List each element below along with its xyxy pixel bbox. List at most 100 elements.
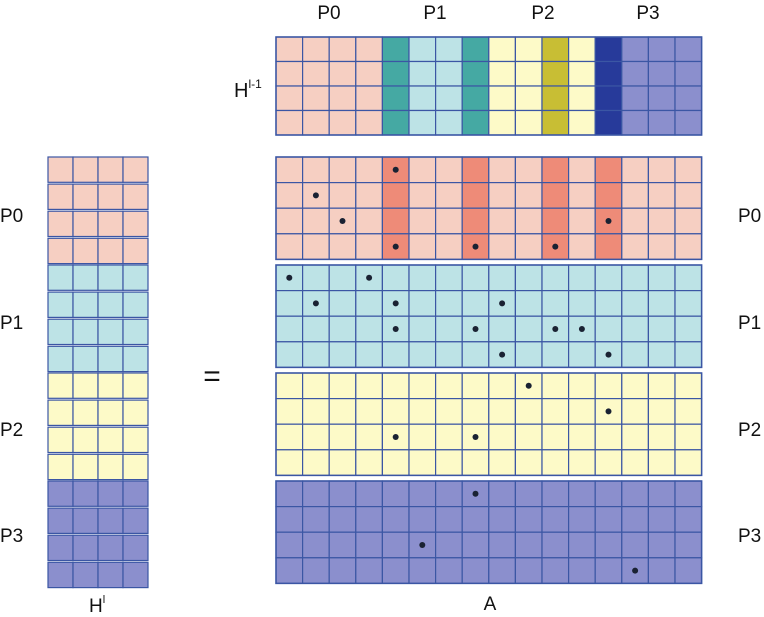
a-cell	[647, 506, 676, 533]
a-cell	[514, 480, 543, 508]
h-cur-cell	[47, 210, 74, 238]
a-cell	[594, 480, 623, 508]
a-cell	[381, 398, 410, 425]
a-cell	[275, 506, 304, 533]
nonzero-dot	[472, 490, 479, 497]
a-cell	[408, 449, 437, 476]
h-prev-cell	[567, 36, 596, 63]
a-cell	[328, 341, 357, 368]
a-cell	[488, 372, 516, 400]
h-cur-cell	[47, 453, 74, 481]
h-cur-cell	[122, 237, 149, 265]
top-partition-label-p1: P1	[423, 3, 446, 24]
a-cell	[275, 207, 304, 235]
a-cell	[328, 449, 357, 476]
a-cell	[435, 156, 463, 184]
a-cell	[541, 531, 570, 559]
h-prev-cell	[408, 36, 437, 63]
h-cur-cell	[122, 372, 149, 399]
a-cell	[514, 156, 543, 184]
h-cur-cell	[47, 291, 74, 319]
a-cell	[328, 315, 357, 343]
a-cell	[275, 480, 304, 508]
h-cur-superscript: l	[103, 594, 105, 606]
a-cell	[355, 557, 383, 584]
a-cell	[647, 480, 676, 508]
a-cell	[275, 233, 304, 261]
a-cell	[355, 182, 383, 209]
a-cell	[408, 264, 437, 292]
top-partition-label-p3: P3	[636, 3, 659, 24]
h-prev-cell	[302, 60, 330, 87]
h-prev-cell	[302, 109, 330, 136]
a-cell	[408, 290, 437, 317]
h-cur-cell	[97, 480, 124, 507]
a-cell	[408, 207, 437, 235]
h-prev-cell	[302, 36, 330, 63]
h-cur-cell	[47, 237, 74, 265]
h-prev-cell	[381, 60, 410, 87]
a-cell	[514, 341, 543, 368]
h-prev-cell	[674, 36, 703, 63]
a-cell	[647, 372, 676, 400]
a-cell	[355, 372, 383, 400]
a-cell	[408, 233, 437, 261]
h-cur-cell	[122, 291, 149, 319]
matrix-h-prev	[275, 36, 703, 136]
h-cur-cell	[47, 372, 74, 399]
h-prev-cell	[355, 36, 383, 63]
h-cur-cell	[122, 480, 149, 507]
h-prev-cell	[461, 36, 490, 63]
a-cell	[621, 423, 649, 451]
a-cell	[408, 506, 437, 533]
a-cell	[328, 372, 357, 400]
h-prev-cell	[514, 109, 543, 136]
a-cell	[328, 290, 357, 317]
a-cell	[435, 423, 463, 451]
a-cell	[302, 372, 330, 400]
a-cell	[302, 315, 330, 343]
a-cell	[328, 156, 357, 184]
a-cell	[567, 156, 596, 184]
a-cell	[381, 207, 410, 235]
nonzero-dot	[499, 351, 506, 358]
a-cell	[275, 372, 304, 400]
h-cur-cell	[122, 507, 149, 535]
nonzero-dot	[472, 326, 479, 332]
nonzero-dot	[605, 218, 612, 224]
nonzero-dot	[312, 300, 319, 307]
a-cell	[594, 531, 623, 559]
a-cell	[594, 290, 623, 317]
a-cell	[488, 182, 516, 209]
a-cell	[621, 182, 649, 209]
a-cell	[408, 398, 437, 425]
h-prev-cell	[461, 60, 490, 87]
a-cell	[674, 233, 703, 261]
h-cur-cell	[97, 453, 124, 481]
a-cell	[674, 557, 703, 584]
h-cur-cell	[122, 156, 149, 183]
a-cell	[647, 531, 676, 559]
a-cell	[541, 207, 570, 235]
a-cell	[302, 207, 330, 235]
h-cur-cell	[122, 264, 149, 291]
h-cur-cell	[97, 426, 124, 454]
a-cell	[302, 264, 330, 292]
a-cell	[275, 315, 304, 343]
a-cell	[381, 264, 410, 292]
a-cell	[435, 182, 463, 209]
a-cell	[275, 341, 304, 368]
a-cell	[302, 449, 330, 476]
a-cell	[674, 480, 703, 508]
h-prev-cell	[355, 109, 383, 136]
h-cur-cell	[72, 318, 99, 346]
a-cell	[408, 341, 437, 368]
h-cur-cell	[47, 156, 74, 183]
a-cell	[328, 480, 357, 508]
h-cur-cell	[72, 183, 99, 211]
a-cell	[328, 506, 357, 533]
h-cur-cell	[97, 291, 124, 319]
h-cur-cell	[97, 399, 124, 427]
a-cell	[355, 531, 383, 559]
h-prev-cell	[647, 109, 676, 136]
